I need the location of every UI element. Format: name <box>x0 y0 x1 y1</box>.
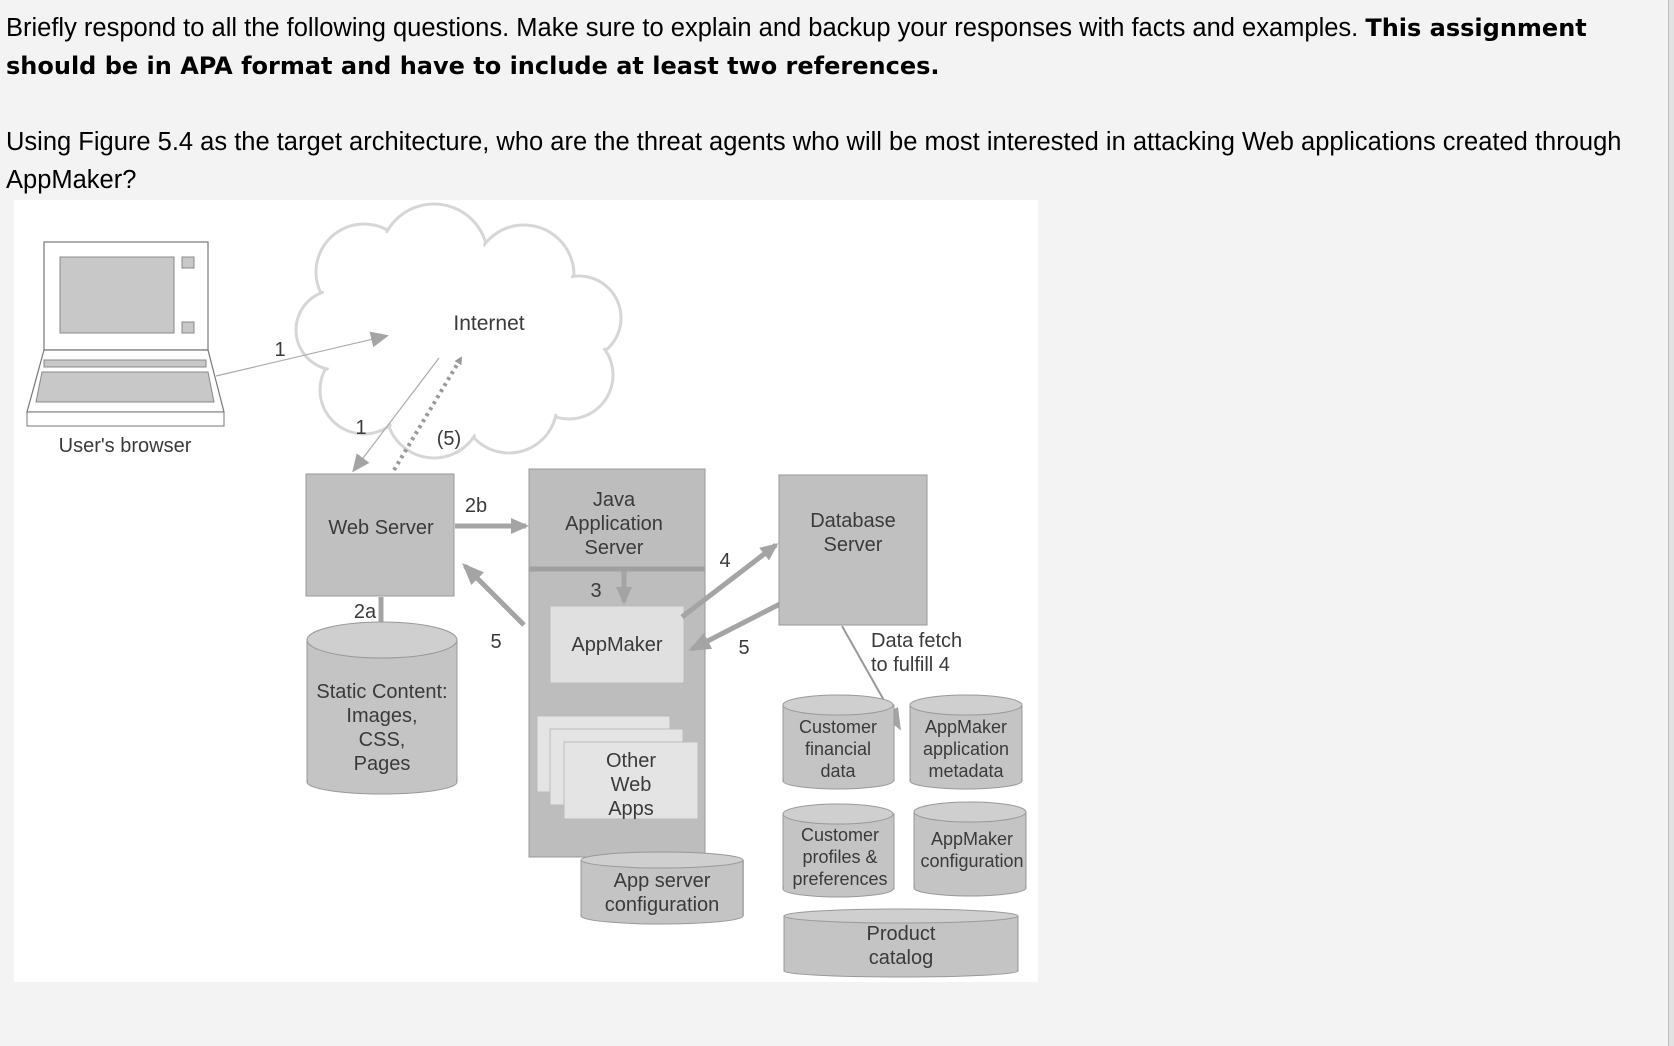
appmaker-label: AppMaker <box>571 634 662 656</box>
step-1-second-label: 1 <box>355 417 366 439</box>
appmaker-config-cylinder <box>913 801 1027 897</box>
question-paragraph: Using Figure 5.4 as the target architect… <box>6 128 1622 194</box>
instructions-paragraph: Briefly respond to all the following que… <box>6 10 1626 85</box>
product-catalog-cylinder <box>783 908 1019 978</box>
customer-profiles-cylinder <box>782 803 895 898</box>
step-2a-label: 2a <box>354 601 377 623</box>
appmaker-box <box>549 605 685 684</box>
other-line-3: Apps <box>608 798 654 820</box>
instructions-text: Briefly respond to all the following que… <box>6 14 1366 42</box>
catalog-line-1: Product <box>867 923 936 945</box>
appcfg-line-1: App server <box>614 870 711 892</box>
arrow-4 <box>680 543 779 619</box>
arrow-browser-to-internet <box>215 331 389 377</box>
step-2b-label: 2b <box>465 495 487 517</box>
app-server-config-cylinder <box>580 851 744 925</box>
step-5-right-label: 5 <box>738 637 749 659</box>
internet-label: Internet <box>453 312 524 335</box>
java-line-3: Server <box>585 537 644 559</box>
am-meta-line-3: metadata <box>928 761 1004 781</box>
other-line-1: Other <box>606 750 656 772</box>
step-5-paren-label: (5) <box>437 428 461 450</box>
architecture-diagram: User's browser Internet 1 1 (5) Web Serv… <box>26 202 1027 978</box>
fetch-line-2: to fulfill 4 <box>871 654 950 676</box>
java-line-1: Java <box>593 489 636 511</box>
static-content-cylinder <box>306 621 458 795</box>
step-5-left-label: 5 <box>490 631 501 653</box>
fetch-line-1: Data fetch <box>871 630 962 652</box>
db-line-1: Database <box>810 510 896 532</box>
architecture-figure: User's browser Internet 1 1 (5) Web Serv… <box>14 200 1038 982</box>
java-line-2: Application <box>565 513 663 535</box>
customer-financial-cylinder <box>782 694 895 790</box>
step-1-label: 1 <box>274 339 285 361</box>
cust-prof-line-2: profiles & <box>802 847 877 867</box>
static-line-1: Static Content: <box>316 681 447 703</box>
arrow-5-to-appmaker <box>688 601 782 652</box>
web-server-box <box>305 473 455 597</box>
laptop-icon <box>26 241 225 427</box>
static-line-3: CSS, <box>359 729 406 751</box>
other-web-apps-stack <box>536 715 699 820</box>
step-3-label: 3 <box>590 580 601 602</box>
other-line-2: Web <box>611 774 652 796</box>
instructions-bold-text: This assignment should be in APA format … <box>6 14 1587 80</box>
cust-fin-line-3: data <box>820 761 856 781</box>
catalog-line-2: catalog <box>869 947 934 969</box>
db-line-2: Server <box>824 534 883 556</box>
appmaker-metadata-cylinder <box>909 694 1023 790</box>
scrollbar-edge[interactable] <box>1668 0 1674 1046</box>
database-server-box <box>778 474 928 626</box>
am-meta-line-2: application <box>923 739 1009 759</box>
am-cfg-line-2: configuration <box>920 851 1023 871</box>
web-server-label: Web Server <box>328 517 434 539</box>
am-meta-line-1: AppMaker <box>925 717 1007 737</box>
arrow-5-to-webserver <box>462 563 526 627</box>
arrow-response-to-internet <box>392 356 463 472</box>
arrow-internet-to-webserver <box>352 357 440 473</box>
cust-prof-line-1: Customer <box>801 825 879 845</box>
am-cfg-line-1: AppMaker <box>931 829 1013 849</box>
static-line-2: Images, <box>346 705 417 727</box>
step-4-label: 4 <box>719 550 730 572</box>
cust-fin-line-1: Customer <box>799 717 877 737</box>
cust-prof-line-3: preferences <box>792 869 887 889</box>
appcfg-line-2: configuration <box>605 894 720 916</box>
static-line-4: Pages <box>354 753 411 775</box>
cust-fin-line-2: financial <box>805 739 871 759</box>
browser-label: User's browser <box>59 435 192 457</box>
